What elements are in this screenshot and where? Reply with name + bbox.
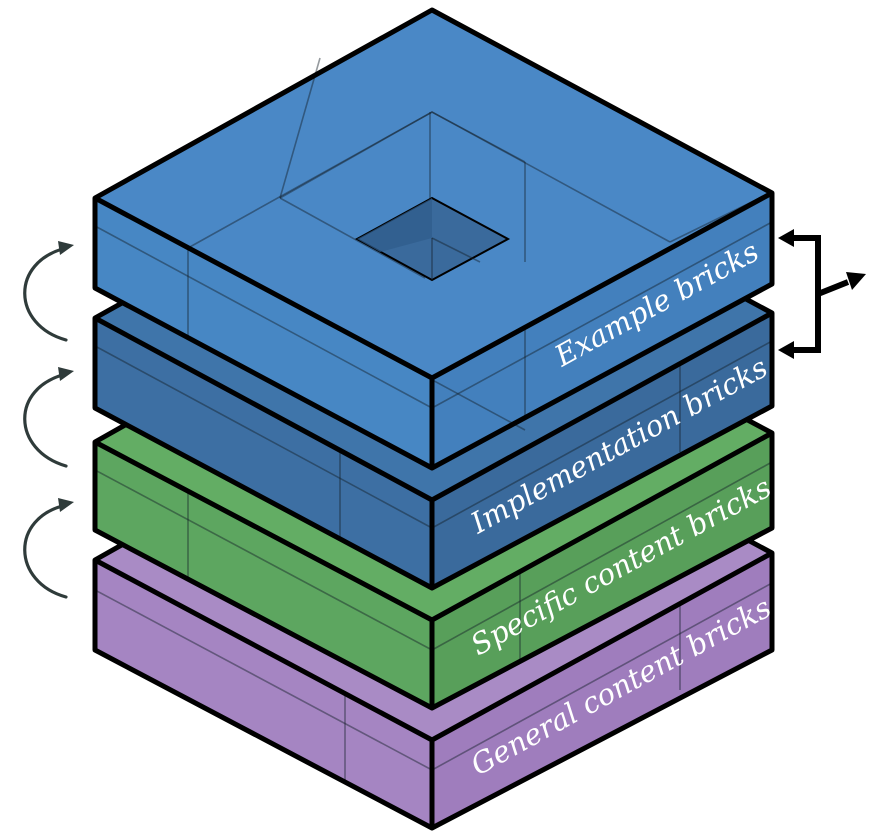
general-right-face	[432, 553, 772, 828]
example-left-face	[95, 198, 432, 468]
curved-arrow-icon	[23, 367, 74, 468]
example-right-face	[432, 193, 772, 468]
bracket-arrow-icon	[778, 229, 866, 359]
specific-right-face	[432, 433, 772, 708]
implementation-left-face	[95, 318, 432, 588]
curved-arrow-icon	[23, 498, 74, 599]
curved-arrow-icon	[23, 241, 74, 342]
general-left-face	[95, 560, 432, 828]
implementation-right-face	[432, 313, 772, 588]
specific-left-face	[95, 442, 432, 708]
